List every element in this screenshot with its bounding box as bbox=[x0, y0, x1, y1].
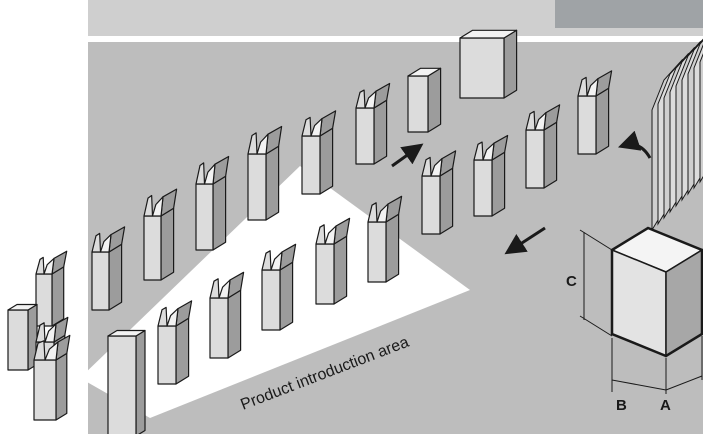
carton-icon bbox=[143, 188, 178, 281]
carton-group bbox=[7, 29, 613, 434]
carton-icon bbox=[367, 195, 403, 283]
carton-icon bbox=[459, 29, 518, 99]
carton-icon bbox=[301, 110, 337, 195]
carton-icon bbox=[261, 243, 297, 331]
machine-corner bbox=[555, 0, 703, 28]
carton-icon bbox=[209, 271, 245, 359]
carton-icon bbox=[247, 125, 283, 221]
dimension-label-c: C bbox=[566, 273, 577, 290]
carton-icon bbox=[407, 67, 442, 133]
flat-blank-stack bbox=[651, 38, 703, 232]
carton-icon bbox=[35, 250, 68, 327]
flat-blank bbox=[699, 53, 703, 184]
carton-icon bbox=[33, 334, 71, 421]
carton-icon bbox=[107, 329, 146, 434]
carton-icon bbox=[157, 300, 193, 385]
flow-arrow-icon bbox=[504, 226, 546, 255]
feed-curved-arrow-icon bbox=[618, 130, 652, 159]
carton-icon bbox=[195, 155, 230, 251]
carton-icon bbox=[525, 104, 561, 189]
carton-icon bbox=[91, 226, 126, 311]
carton-icon bbox=[421, 150, 457, 235]
dimension-lines bbox=[579, 229, 703, 394]
carton-icon bbox=[473, 134, 509, 217]
carton-icon bbox=[315, 217, 351, 305]
carton-icon bbox=[577, 70, 613, 155]
dimension-label-a: A bbox=[660, 397, 671, 414]
carton-icon bbox=[355, 82, 391, 165]
dimension-carton bbox=[610, 226, 703, 358]
dimension-label-b: B bbox=[616, 397, 627, 414]
carton-icon bbox=[7, 303, 38, 371]
flow-arrow-icon bbox=[391, 143, 424, 168]
